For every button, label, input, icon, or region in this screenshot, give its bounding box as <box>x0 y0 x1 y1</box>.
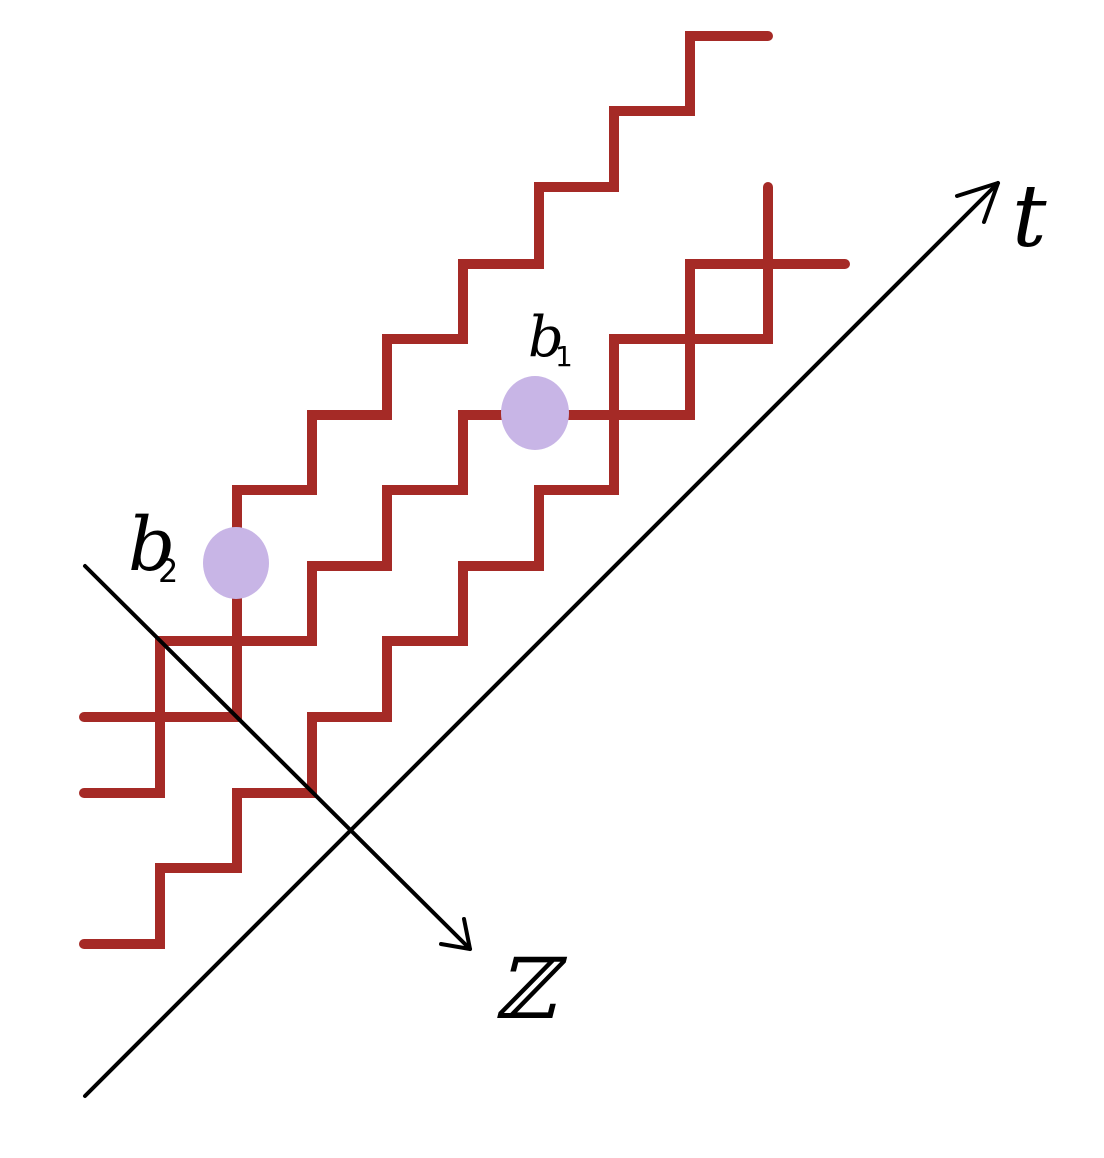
staircase-path-upper <box>232 31 773 722</box>
highlight-dots <box>203 376 569 599</box>
staircase-path-lower <box>79 636 317 798</box>
point-b1-dot <box>501 376 569 450</box>
labels: t ℤ b 1 b 2 <box>128 167 1047 1038</box>
z-axis-line <box>83 564 472 951</box>
staircase-paths <box>79 31 850 949</box>
t-axis-arrowhead <box>955 181 1000 224</box>
staircase-path-middle <box>79 259 850 722</box>
point-b2-subscript: 2 <box>158 552 178 590</box>
point-b1-subscript: 1 <box>555 340 573 373</box>
point-b1-letter: b <box>528 305 564 370</box>
point-b2-dot <box>203 527 269 599</box>
point-b2-letter: b <box>128 502 175 588</box>
z-axis-arrowhead <box>439 917 472 951</box>
axes <box>83 181 1000 1098</box>
t-axis-line <box>83 181 1000 1098</box>
z-axis-label: ℤ <box>494 940 568 1038</box>
staircase-path-bottom <box>79 182 773 949</box>
t-axis-label: t <box>1012 167 1047 267</box>
